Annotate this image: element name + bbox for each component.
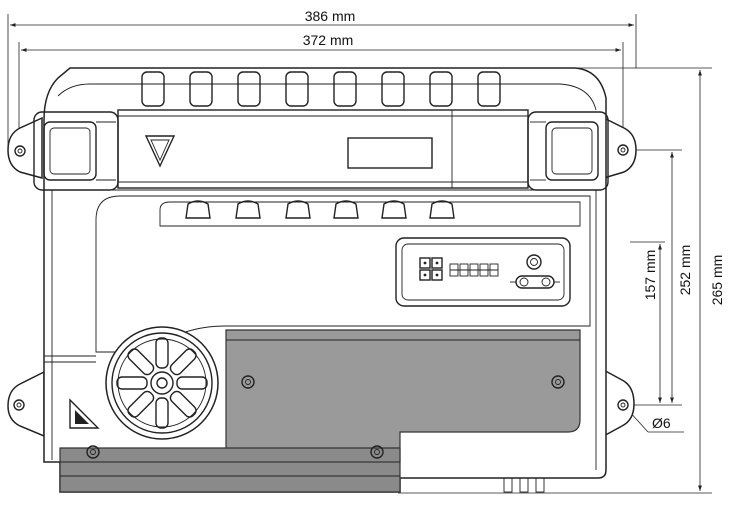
right-grip [527,111,609,191]
mounting-ear-bottom-right [599,366,635,440]
dimension-overall-height: 265 mm [398,67,725,494]
toggle-switch-icon [510,275,560,289]
middle-cooling-fins [185,200,455,219]
button-cluster-icon [419,257,443,281]
label-mount-height-upper: 157 mm [642,250,658,301]
dimension-mount-height: 252 mm [628,149,693,406]
display-panel [395,237,571,307]
label-overall-height: 265 mm [709,255,725,306]
dimension-mount-height-upper: 157 mm [630,241,665,403]
seven-segment-display-icon [449,263,499,277]
dimension-mount-width: 372 mm [18,32,624,140]
label-mount-width: 372 mm [303,32,354,48]
label-plate [347,137,433,169]
screws [86,375,565,459]
mounting-ear-top-left [7,116,43,179]
bottom-connectors [503,477,545,493]
top-cooling-fins [141,71,501,107]
label-hole-diameter: Ø6 [652,415,671,431]
warning-corner-icon [69,398,100,429]
warning-triangle-icon [144,135,176,168]
label-mount-height: 252 mm [677,245,693,296]
left-grip [33,111,119,191]
fan-wheel-icon [105,326,219,440]
mounting-ear-bottom-left [7,370,45,438]
cover-plate [225,329,581,463]
dimension-hole-diameter: Ø6 [627,409,684,433]
mounting-ear-top-right [603,116,637,180]
base-plate [59,447,401,493]
knob-icon [526,254,542,270]
dimension-overall-width: 386 mm [7,8,637,150]
label-overall-width: 386 mm [305,8,356,24]
